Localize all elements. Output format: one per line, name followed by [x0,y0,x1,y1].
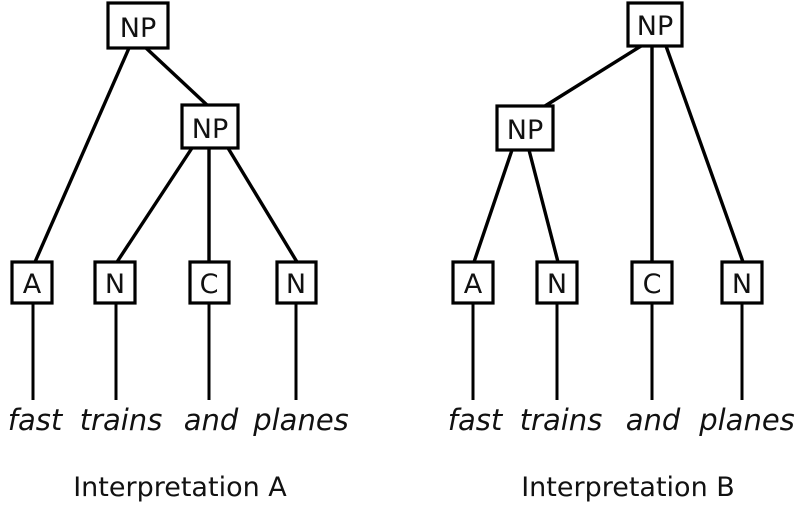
branch-edge-inner-to-n1 [527,149,560,263]
node-label-n1: N [547,269,567,300]
node-label-a: A [464,269,483,300]
branch-edge-inner-to-n1 [115,147,194,263]
node-box-n2-n[interactable] [275,260,318,305]
node-box-a-a[interactable] [451,260,495,305]
node-box-n1-n[interactable] [93,260,137,305]
branch-edge-inner-to-a [472,149,514,263]
branch-edge-group [472,44,745,263]
node-box-c-c[interactable] [630,260,674,305]
word-label-a: fast [448,403,504,437]
branch-edge-inner-to-n2 [226,147,299,263]
leaf-stem-group [31,303,298,400]
node-label-c: C [643,269,662,300]
node-label-n2: N [732,269,752,300]
node-box-c-c[interactable] [188,260,231,305]
node-box-n2-n[interactable] [720,260,764,305]
word-group: fast trains and planes [448,403,795,437]
word-label-n1: trains [520,403,603,437]
branch-edge-root-to-inner [544,44,642,108]
node-label-c: C [200,269,219,300]
node-group: NP NP A N C N [10,1,318,305]
node-label-root: NP [637,11,673,42]
node-box-root-np[interactable] [626,1,684,48]
node-label-n1: N [105,269,125,300]
node-label-inner: NP [507,115,543,146]
word-group: fast trains and planes [8,403,349,437]
node-label-n2: N [286,269,306,300]
node-box-root-np[interactable] [106,1,170,50]
node-box-n1-n[interactable] [535,260,579,305]
branch-edge-group [33,46,299,263]
word-label-n2: planes [252,403,349,437]
word-label-c: and [626,403,681,437]
word-label-n2: planes [698,403,795,437]
branch-edge-root-to-n2 [664,45,745,263]
word-label-n1: trains [80,403,163,437]
branch-edge-root-to-a [33,47,131,263]
node-label-a: A [23,269,42,300]
node-box-inner-np[interactable] [495,104,555,152]
node-box-inner-np[interactable] [180,103,240,150]
node-label-inner: NP [192,114,228,145]
tree-caption-interpretation-b: Interpretation B [521,472,735,503]
tree-caption-interpretation-a: Interpretation A [73,472,287,503]
node-box-a-a[interactable] [10,260,54,305]
word-label-c: and [184,403,239,437]
branch-edge-root-to-inner [144,46,209,107]
node-label-root: NP [120,13,156,44]
leaf-stem-group [471,303,744,400]
node-group: NP NP A N C N [451,1,764,305]
word-label-a: fast [8,403,64,437]
